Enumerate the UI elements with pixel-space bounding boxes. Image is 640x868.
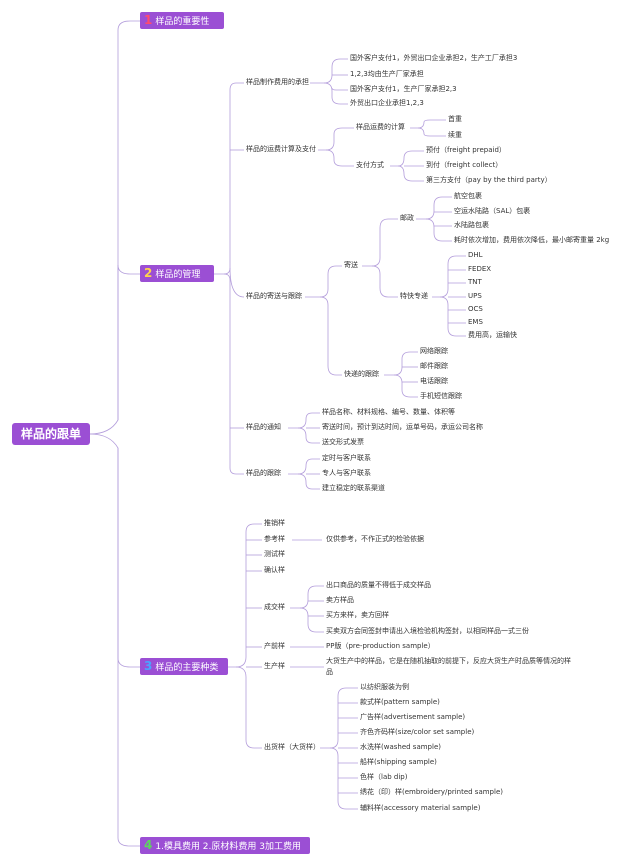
express-item[interactable]: 费用高，运输快: [468, 331, 517, 339]
shipment-item[interactable]: 绣花（印）样(embroidery/printed sample): [360, 788, 503, 796]
root-node[interactable]: 样品的跟单: [12, 423, 90, 445]
post-item[interactable]: 航空包裹: [454, 192, 482, 200]
production-note-line-2[interactable]: 品: [326, 668, 333, 676]
branch-number: 4: [144, 838, 153, 852]
node-send[interactable]: 寄送: [344, 261, 358, 269]
express-item[interactable]: UPS: [468, 292, 482, 300]
branch-label: 样品的重要性: [155, 17, 210, 27]
node-preprod[interactable]: 产前样: [264, 642, 285, 650]
shipment-item[interactable]: 款式样(pattern sample): [360, 698, 440, 706]
node-reference[interactable]: 参考样: [264, 535, 285, 543]
track-item[interactable]: 电话跟踪: [420, 377, 448, 385]
shipment-item[interactable]: 齐色齐码样(size/color set sample): [360, 728, 475, 736]
deal-item[interactable]: 买卖双方会同签封申请出入境检验机构签封，以相同样品一式三份: [326, 627, 529, 635]
post-item[interactable]: 空运水陆路（SAL）包裹: [454, 207, 531, 215]
track-item[interactable]: 手机短信跟踪: [420, 392, 462, 400]
node-post[interactable]: 邮政: [400, 214, 414, 222]
node-payment[interactable]: 支付方式: [356, 161, 384, 169]
notice-item[interactable]: 送交形式发票: [322, 438, 364, 446]
node-track[interactable]: 快递的跟踪: [344, 370, 379, 378]
post-item[interactable]: 耗时依次增加，费用依次降低，最小邮寄重量 2kg: [454, 236, 610, 244]
node-deal[interactable]: 成交样: [264, 603, 285, 611]
branch-label: 1.模具费用 2.原材料费用 3加工费用: [155, 842, 301, 852]
payment-item[interactable]: 到付（freight collect）: [426, 161, 503, 169]
shipment-item[interactable]: 以纺织服装为例: [360, 683, 409, 691]
express-item[interactable]: DHL: [468, 251, 483, 259]
node-notice[interactable]: 样品的通知: [246, 423, 281, 431]
shipment-item[interactable]: 色样（lab dip): [360, 773, 408, 781]
deal-item[interactable]: 卖方样品: [326, 596, 354, 604]
notice-item[interactable]: 寄送时间，预计到达时间，运单号码，承运公司名称: [322, 423, 483, 431]
payment-item[interactable]: 第三方支付（pay by the third party）: [426, 176, 552, 184]
follow-item[interactable]: 专人与客户联系: [322, 469, 371, 477]
shipment-item[interactable]: 船样(shipping sample): [360, 758, 437, 766]
track-item[interactable]: 邮件跟踪: [420, 362, 448, 370]
branch-label: 样品的主要种类: [155, 663, 219, 673]
express-item[interactable]: OCS: [468, 305, 483, 313]
branch-number: 1: [144, 13, 153, 27]
notice-item[interactable]: 样品名称、材料规格、编号、数量、体积等: [322, 408, 455, 416]
reference-note[interactable]: 仅供参考，不作正式的检验依据: [326, 535, 424, 543]
branch-number: 2: [144, 266, 153, 280]
cost-item[interactable]: 国外客户支付1，生产厂家承担2,3: [350, 85, 457, 93]
payment-item[interactable]: 预付（freight prepaid）: [426, 146, 506, 154]
node-production[interactable]: 生产样: [264, 662, 285, 670]
node-test[interactable]: 测试样: [264, 550, 285, 558]
node-confirm[interactable]: 确认样: [264, 566, 285, 574]
freight-calc-item[interactable]: 首重: [448, 115, 462, 123]
node-freight[interactable]: 样品的运费计算及支付: [246, 145, 316, 153]
follow-item[interactable]: 建立稳定的联系渠道: [322, 484, 385, 492]
follow-item[interactable]: 定时与客户联系: [322, 454, 371, 462]
preprod-note[interactable]: PP版（pre-production sample）: [326, 642, 435, 650]
freight-calc-item[interactable]: 续重: [448, 131, 462, 139]
post-item[interactable]: 水陆路包裹: [454, 221, 489, 229]
express-item[interactable]: EMS: [468, 318, 483, 326]
node-delivery[interactable]: 样品的寄送与跟踪: [246, 292, 302, 300]
express-item[interactable]: FEDEX: [468, 265, 492, 273]
node-shipment[interactable]: 出货样（大货样）: [264, 743, 320, 751]
node-freight-calc[interactable]: 样品运费的计算: [356, 123, 405, 131]
node-express[interactable]: 特快专递: [400, 292, 428, 300]
branch-number: 3: [144, 659, 153, 673]
branch-label: 样品的管理: [155, 270, 201, 280]
shipment-item[interactable]: 广告样(advertisement sample): [360, 713, 466, 721]
deal-item[interactable]: 出口商品的质量不得低于成交样品: [326, 581, 431, 589]
node-cost[interactable]: 样品制作费用的承担: [246, 78, 309, 86]
cost-item[interactable]: 外贸出口企业承担1,2,3: [350, 99, 424, 107]
node-promo[interactable]: 推销样: [264, 519, 285, 527]
express-item[interactable]: TNT: [468, 278, 482, 286]
node-follow[interactable]: 样品的跟踪: [246, 469, 281, 477]
track-item[interactable]: 网络跟踪: [420, 347, 448, 355]
shipment-item[interactable]: 辅料样(accessory material sample): [360, 804, 481, 812]
deal-item[interactable]: 买方来样，卖方回样: [326, 611, 389, 619]
cost-item[interactable]: 1,2,3均由生产厂家承担: [350, 70, 424, 78]
production-note-line-1[interactable]: 大货生产中的样品，它是在随机抽取的前提下，反应大货生产时品质等情况的样: [326, 657, 571, 665]
shipment-item[interactable]: 水洗样(washed sample): [360, 743, 441, 751]
cost-item[interactable]: 国外客户支付1，外贸出口企业承担2，生产工厂承担3: [350, 54, 518, 62]
